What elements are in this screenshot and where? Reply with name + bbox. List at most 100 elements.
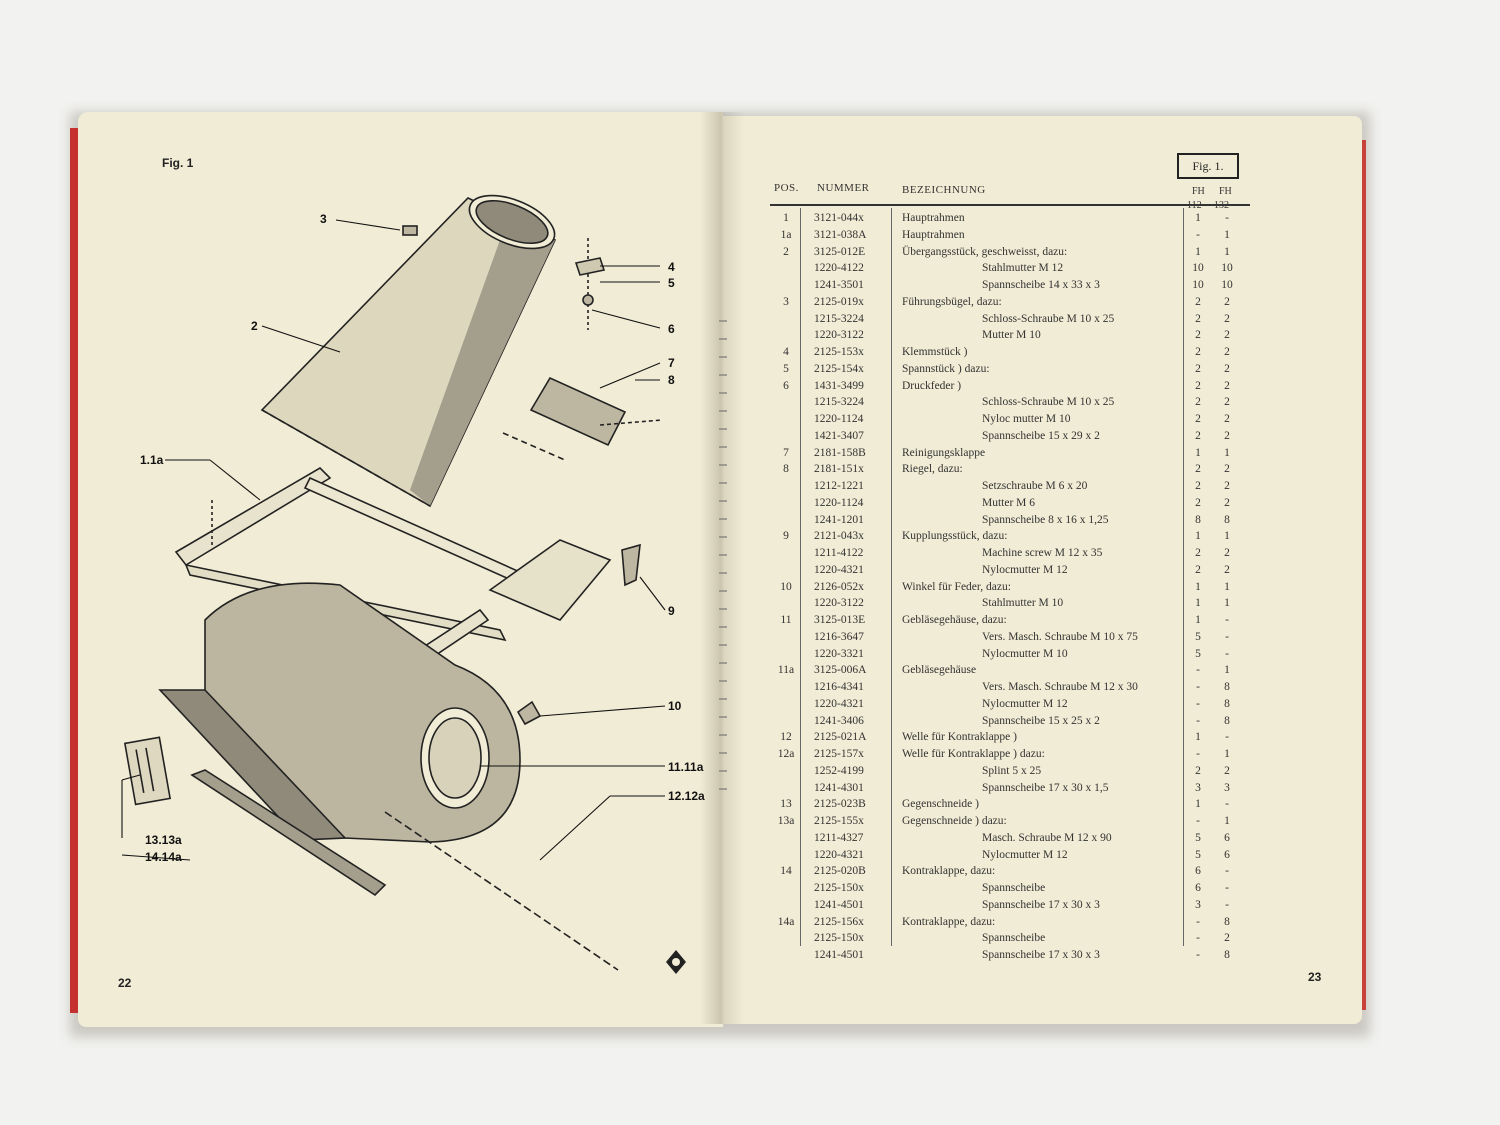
bezeichnung-cell: Gegenschneide ) dazu: — [902, 815, 1007, 827]
nummer-cell: 1215-3224 — [814, 396, 864, 409]
fh132-cell: - — [1225, 798, 1229, 811]
fh112-cell: 1 — [1195, 530, 1201, 543]
bezeichnung-cell: Gebläsegehäuse, dazu: — [902, 614, 1007, 626]
fh132-cell: 2 — [1224, 496, 1230, 509]
fh132-cell: 1 — [1224, 597, 1230, 610]
column-rule-bezeichnung — [1183, 208, 1184, 946]
bezeichnung-cell: Gebläsegehäuse — [902, 664, 977, 677]
fh132-cell: 6 — [1224, 831, 1230, 844]
fh132-cell: 1 — [1224, 748, 1230, 760]
fh132-cell: - — [1225, 898, 1229, 911]
fh112-cell: 2 — [1195, 547, 1201, 559]
nummer-cell: 1220-4321 — [814, 848, 864, 861]
fh112-cell: 1 — [1195, 798, 1201, 811]
fh132-cell: 2 — [1224, 463, 1230, 476]
fh132-cell: 8 — [1224, 949, 1230, 961]
bezeichnung-cell: Hauptrahmen — [902, 228, 965, 241]
bezeichnung-cell: Schloss-Schraube M 10 x 25 — [982, 312, 1115, 325]
nummer-cell: 2125-153x — [814, 346, 864, 358]
fh132-cell: 10 — [1221, 279, 1233, 291]
callout-8: 8 — [668, 373, 675, 387]
callout-5: 5 — [668, 276, 675, 290]
left-page — [78, 112, 723, 1027]
page-number-right: 23 — [1308, 970, 1322, 984]
nummer-cell: 2125-150x — [814, 932, 864, 945]
fh132-cell: 2 — [1224, 295, 1230, 308]
bezeichnung-cell: Setzschraube M 6 x 20 — [982, 480, 1088, 492]
nummer-cell: 1241-1201 — [814, 513, 864, 526]
fh112-cell: 2 — [1195, 764, 1201, 777]
bezeichnung-cell: Kontraklappe, dazu: — [902, 915, 996, 928]
nummer-cell: 2121-043x — [814, 530, 864, 543]
bezeichnung-cell: Spannscheibe — [982, 932, 1046, 945]
header-bezeichnung: BEZEICHNUNG — [902, 184, 986, 196]
fh112-cell: 2 — [1195, 429, 1201, 442]
fh132-cell: 2 — [1224, 547, 1230, 559]
nummer-cell: 1216-4341 — [814, 681, 864, 693]
fh112-cell: 1 — [1195, 614, 1201, 626]
pos-cell: 14a — [777, 915, 795, 928]
bezeichnung-cell: Machine screw M 12 x 35 — [982, 547, 1103, 559]
fh112-cell: 5 — [1195, 831, 1201, 844]
nummer-cell: 2181-158B — [814, 446, 866, 459]
nummer-cell: 1220-1124 — [814, 496, 864, 509]
fh132-cell: 2 — [1224, 379, 1230, 392]
pos-cell: 14 — [780, 865, 792, 878]
header-fh2: FH — [1219, 186, 1232, 197]
bezeichnung-cell: Kupplungsstück, dazu: — [902, 530, 1008, 543]
right-page — [720, 116, 1362, 1024]
nummer-cell: 1220-1124 — [814, 413, 864, 425]
bezeichnung-cell: Führungsbügel, dazu: — [902, 295, 1002, 308]
nummer-cell: 1220-4321 — [814, 563, 864, 576]
bracket-part — [574, 257, 606, 276]
fh112-cell: - — [1196, 681, 1200, 693]
counter-blade-part — [190, 769, 387, 897]
callout-1-1a: 1.1a — [140, 453, 164, 467]
callout-10: 10 — [668, 699, 682, 713]
bezeichnung-cell: Mutter M 10 — [982, 329, 1041, 342]
pos-cell: 7 — [783, 446, 789, 459]
bezeichnung-cell: Nyloc mutter M 10 — [982, 413, 1071, 425]
bezeichnung-cell: Gegenschneide ) — [902, 798, 979, 811]
bezeichnung-cell: Nylocmutter M 12 — [982, 697, 1068, 710]
fh112-cell: - — [1196, 949, 1200, 961]
nummer-cell: 1220-3122 — [814, 597, 864, 610]
fh132-cell: 8 — [1224, 681, 1230, 693]
bezeichnung-cell: Vers. Masch. Schraube M 12 x 30 — [982, 681, 1138, 693]
fh112-cell: 2 — [1195, 563, 1201, 576]
fh132-cell: 2 — [1224, 396, 1230, 409]
pos-cell: 11a — [777, 664, 795, 677]
bezeichnung-cell: Spannscheibe 14 x 33 x 3 — [982, 279, 1100, 291]
chute-shade — [410, 240, 555, 506]
callout-2: 2 — [251, 319, 258, 333]
bezeichnung-cell: Spannscheibe 17 x 30 x 3 — [982, 949, 1100, 961]
page-number-left: 22 — [118, 976, 132, 990]
nummer-cell: 3121-044x — [814, 212, 864, 224]
fh112-cell: 2 — [1195, 295, 1201, 308]
fh112-cell: - — [1196, 915, 1200, 928]
fh112-cell: 1 — [1195, 245, 1201, 258]
fh112-cell: 2 — [1195, 312, 1201, 325]
fh112-cell: - — [1196, 664, 1200, 677]
bezeichnung-cell: Kontraklappe, dazu: — [902, 865, 996, 878]
bezeichnung-cell: Klemmstück ) — [902, 346, 968, 358]
fh132-cell: 1 — [1224, 446, 1230, 459]
bezeichnung-cell: Spannscheibe — [982, 882, 1046, 894]
fh132-cell: - — [1225, 865, 1229, 878]
